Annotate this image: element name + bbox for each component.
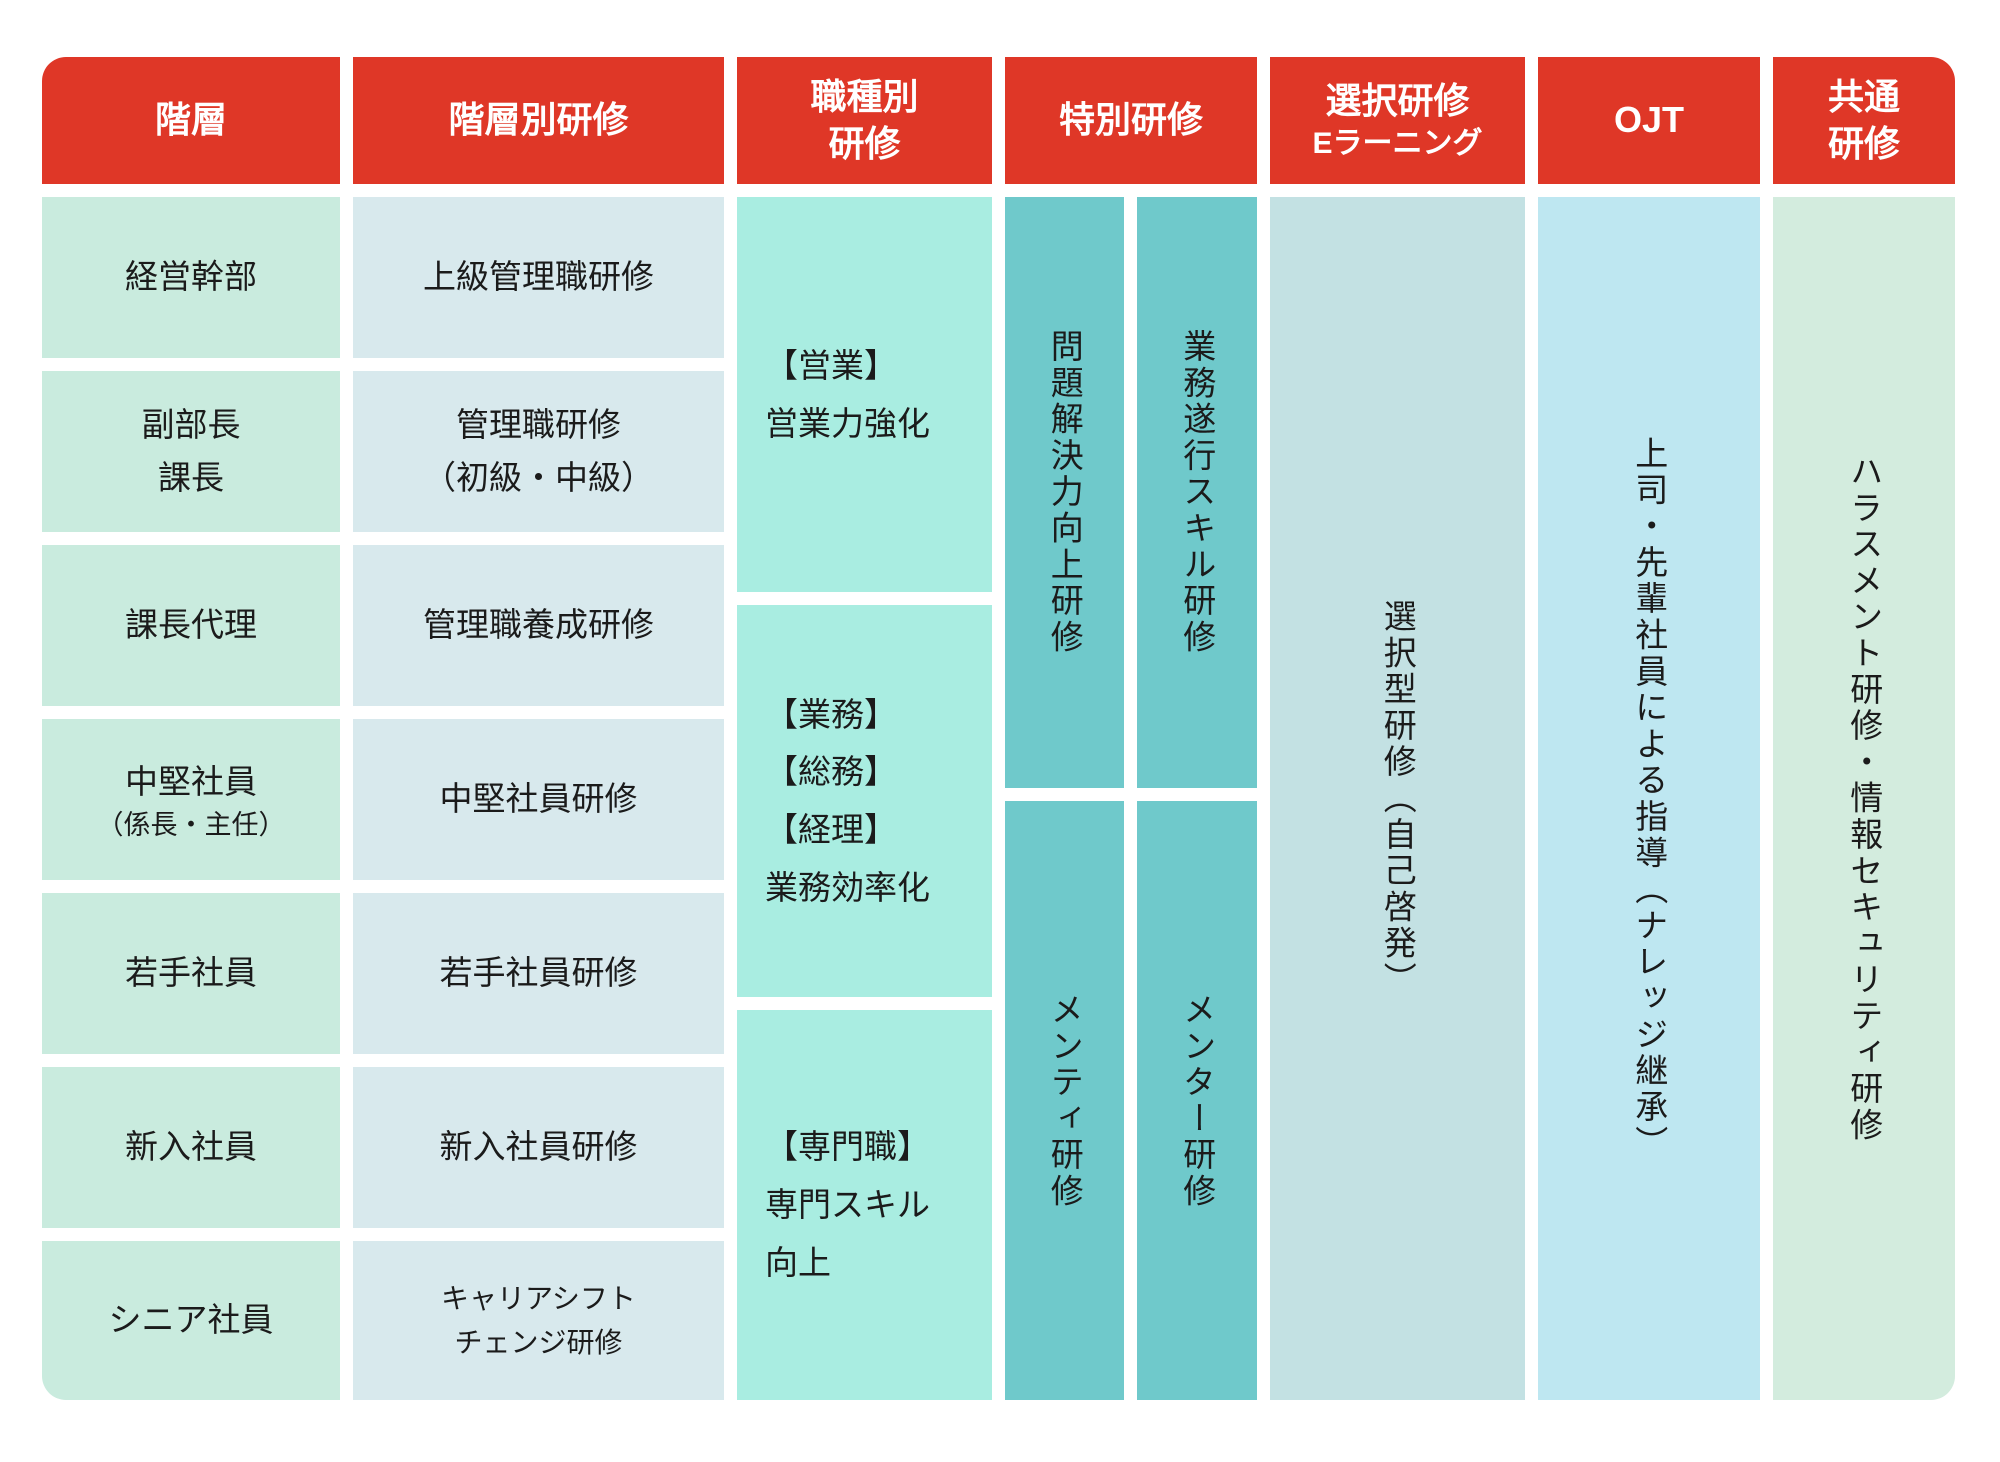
level-training-cell-new-hire: 新入社員研修	[353, 1067, 724, 1228]
level-training-cell-management: 管理職研修 （初級・中級）	[353, 371, 724, 532]
header-common-training: 共通 研修	[1773, 57, 1955, 184]
hierarchy-text: 課長代理	[125, 606, 257, 644]
hierarchy-cell-deputy-manager: 副部長 課長	[42, 371, 340, 532]
hierarchy-text: 中堅社員	[125, 762, 257, 800]
common-training-block: ハラスメント研修・情報セキュリティ研修	[1773, 197, 1955, 1400]
hierarchy-cell-acting-manager: 課長代理	[42, 545, 340, 706]
hierarchy-cell-mid-level: 中堅社員 （係長・主任）	[42, 719, 340, 880]
elective-training-block: 選択型研修（自己啓発）	[1270, 197, 1525, 1400]
header-ojt: OJT	[1538, 57, 1760, 184]
level-training-cell-management-development: 管理職養成研修	[353, 545, 724, 706]
hierarchy-cell-executives: 経営幹部	[42, 197, 340, 358]
job-training-sales-block: 【営業】 営業力強化	[737, 197, 992, 592]
header-elective-line1: 選択研修	[1325, 79, 1470, 121]
level-training-cell-mid-level: 中堅社員研修	[353, 719, 724, 880]
header-elective-line2: Eラーニング	[1312, 127, 1483, 161]
hierarchy-cell-senior: シニア社員	[42, 1241, 340, 1400]
header-level-training: 階層別研修	[353, 57, 724, 184]
header-job-training: 職種別 研修	[737, 57, 992, 184]
job-training-operations-block: 【業務】 【総務】 【経理】 業務効率化	[737, 605, 992, 997]
hierarchy-cell-young: 若手社員	[42, 893, 340, 1054]
hierarchy-text: 副部長 課長	[141, 405, 241, 496]
hierarchy-subtext: （係長・主任）	[96, 810, 286, 841]
special-training-mentee-block: メンティ研修	[1005, 801, 1124, 1400]
level-training-cell-senior-management: 上級管理職研修	[353, 197, 724, 358]
hierarchy-text: 経営幹部	[125, 258, 257, 296]
header-hierarchy: 階層	[42, 57, 340, 184]
header-special-training: 特別研修	[1005, 57, 1257, 184]
special-training-task-execution-block: 業務遂行スキル研修	[1137, 197, 1257, 788]
ojt-block: 上司・先輩社員による指導（ナレッジ継承）	[1538, 197, 1760, 1400]
hierarchy-text: 新入社員	[125, 1128, 257, 1166]
level-training-cell-career-shift: キャリアシフト チェンジ研修	[353, 1241, 724, 1400]
job-training-specialist-block: 【専門職】 専門スキル 向上	[737, 1010, 992, 1400]
special-training-mentor-block: メンター研修	[1137, 801, 1257, 1400]
special-training-problem-solving-block: 問題解決力向上研修	[1005, 197, 1124, 788]
hierarchy-cell-new-hire: 新入社員	[42, 1067, 340, 1228]
level-training-cell-young: 若手社員研修	[353, 893, 724, 1054]
hierarchy-text: 若手社員	[125, 954, 257, 992]
header-elective-training: 選択研修 Eラーニング	[1270, 57, 1525, 184]
hierarchy-text: シニア社員	[108, 1301, 274, 1339]
